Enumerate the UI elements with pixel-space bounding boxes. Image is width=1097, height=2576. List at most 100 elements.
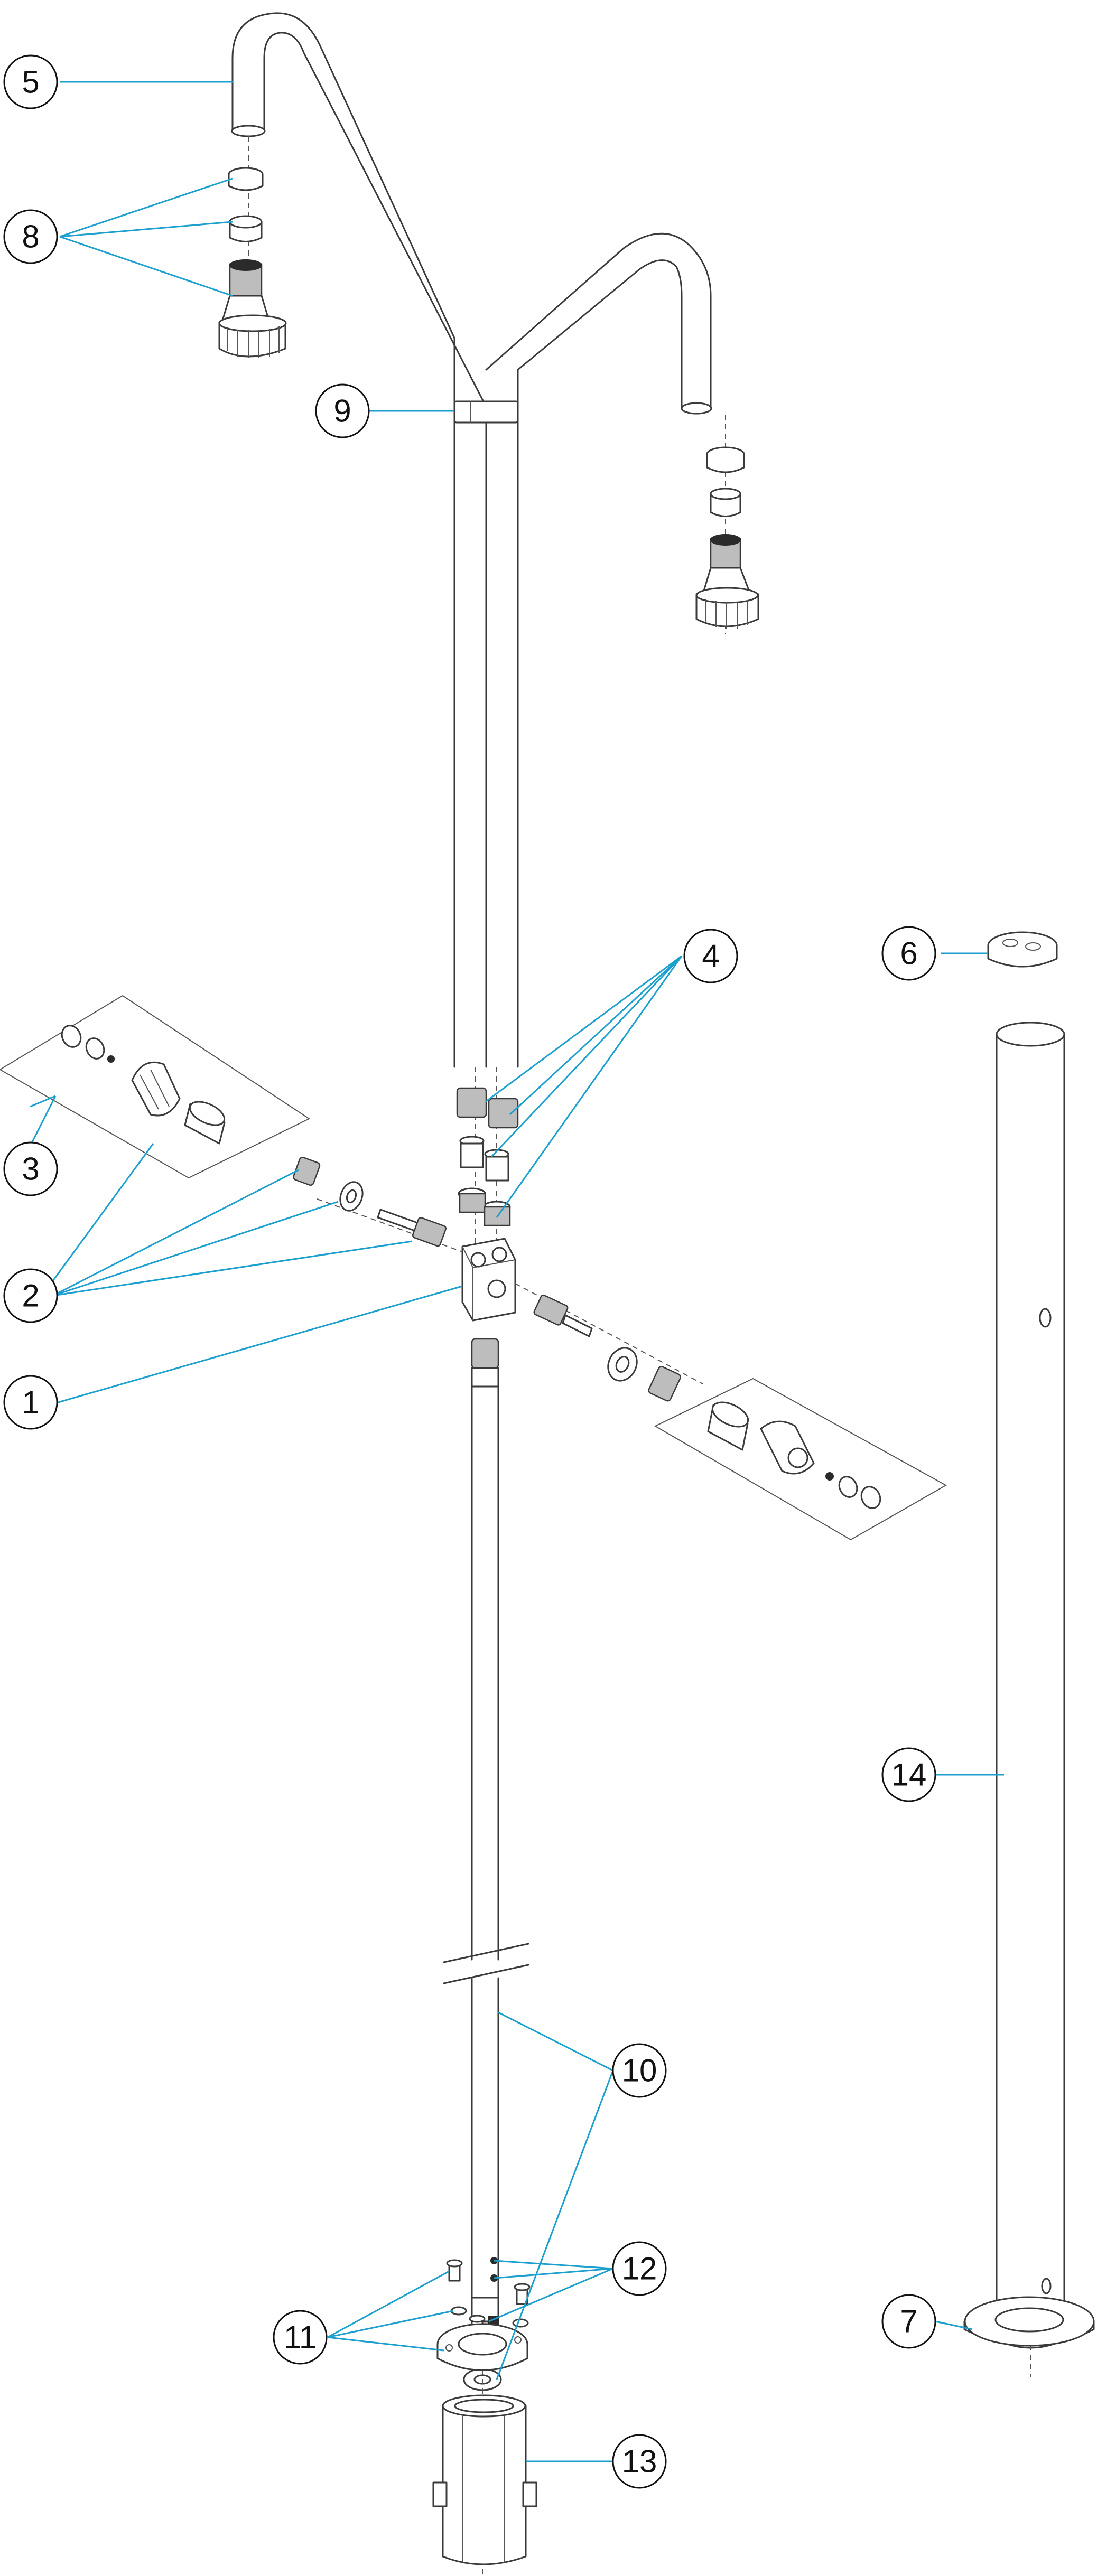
shower-pipe-assembly xyxy=(231,12,712,1068)
left-pipe-inner xyxy=(263,32,487,1068)
left-handle-ribs xyxy=(140,1069,170,1110)
column-cap-hole-2 xyxy=(1025,942,1041,951)
valve-port-side xyxy=(487,1279,506,1298)
left-handle-kit xyxy=(0,995,311,1179)
column-top-opening xyxy=(996,1022,1065,1047)
supply-pipe xyxy=(443,1338,529,2576)
callout-6: 6 xyxy=(881,926,936,981)
right-valve-cartridge xyxy=(533,1294,569,1326)
right-pipe-outline xyxy=(485,232,712,408)
callout-14: 14 xyxy=(881,1747,936,1802)
shower-column xyxy=(987,931,1065,2377)
callout-7-label: 7 xyxy=(900,2304,917,2339)
left-head-rim xyxy=(218,314,287,332)
left-head-grip-ridges xyxy=(227,326,280,358)
right-head-thread-top xyxy=(710,534,741,546)
column-base-plate xyxy=(963,2296,1095,2347)
valve-block xyxy=(461,1238,516,1322)
right-valve-parts xyxy=(533,1294,681,1402)
right-handle-kit-box xyxy=(654,1378,947,1541)
callout-10: 10 xyxy=(612,2043,667,2098)
leader-1 xyxy=(58,1285,463,1403)
callout-9: 9 xyxy=(315,383,370,438)
supply-pipe-top-fitting xyxy=(471,1338,499,1369)
column-cap-hole-1 xyxy=(1002,939,1018,947)
right-valve-nut xyxy=(648,1366,681,1402)
column-side-hole-lower xyxy=(1041,2278,1052,2294)
flange-bolt-hole-1 xyxy=(445,2344,453,2352)
leader-8 xyxy=(59,177,233,297)
left-pipe-outline xyxy=(231,12,455,1068)
left-pipe-end xyxy=(231,125,266,137)
right-handle-hub xyxy=(787,1447,808,1468)
callout-8: 8 xyxy=(3,209,58,264)
column-body xyxy=(996,1033,1065,2341)
flange-bolt-hole-2 xyxy=(514,2336,522,2344)
callout-9-label: 9 xyxy=(333,394,351,429)
callout-12-label: 12 xyxy=(622,2251,657,2287)
leader-2 xyxy=(52,1169,413,1297)
callout-5-label: 5 xyxy=(22,64,39,100)
flange-washer-2 xyxy=(512,2318,529,2328)
ground-sleeve-opening xyxy=(454,2399,514,2413)
valve-body xyxy=(317,1198,703,1384)
left-head-thread-top xyxy=(229,259,262,271)
flange-screw-2-head xyxy=(469,2315,486,2323)
connector-upper-left xyxy=(456,1087,487,1118)
right-handle-screw xyxy=(825,1472,834,1481)
leader-7 xyxy=(935,2320,973,2330)
left-handle-kit-box xyxy=(0,995,311,1179)
leader-lines xyxy=(29,81,1004,2462)
ground-sleeve xyxy=(432,2394,537,2565)
left-head-washer-body xyxy=(228,174,264,191)
vertical-pipes xyxy=(453,337,519,1068)
leader-10 xyxy=(496,2011,614,2380)
column-side-hole-upper xyxy=(1039,1308,1052,1328)
callout-4-label: 4 xyxy=(702,939,719,974)
leader-11 xyxy=(327,2270,454,2352)
column-cap-side xyxy=(987,945,1058,968)
left-handle-screw xyxy=(107,1055,115,1063)
valve-port-top-2 xyxy=(491,1247,507,1262)
callout-13: 13 xyxy=(612,2434,667,2489)
right-valve-washer-hole xyxy=(615,1356,630,1373)
left-valve-spindle xyxy=(377,1209,419,1232)
callout-3-label: 3 xyxy=(22,1151,39,1187)
callout-2: 2 xyxy=(3,1268,58,1323)
valve-block-edges xyxy=(462,1246,516,1320)
right-head-nut-top xyxy=(710,488,741,500)
flange-ring-side xyxy=(436,2344,528,2371)
left-valve-parts xyxy=(293,1156,447,1247)
supply-pipe-body xyxy=(471,1385,499,1961)
right-head-nut xyxy=(710,493,741,517)
left-handle-sleeve-end xyxy=(189,1101,226,1126)
callout-2-label: 2 xyxy=(22,1278,39,1314)
ground-sleeve-tab-right xyxy=(522,2481,537,2507)
callout-6-label: 6 xyxy=(900,936,917,971)
right-shower-head xyxy=(695,415,759,634)
right-pipe-inner xyxy=(517,259,683,408)
callout-11-label: 11 xyxy=(284,2320,317,2355)
left-shower-head xyxy=(218,136,287,358)
left-handle-body xyxy=(131,1061,181,1117)
right-handle-kit xyxy=(654,1378,947,1541)
pipe-clamp-band xyxy=(453,400,519,424)
right-valve-spindle xyxy=(562,1314,593,1337)
flange-screw-3-head xyxy=(514,2283,531,2291)
ground-sleeve-ribs xyxy=(462,2414,505,2563)
right-handle-cap xyxy=(860,1486,881,1509)
supply-pipe-lower xyxy=(471,1977,499,2299)
flange-screw-1-head xyxy=(446,2259,463,2268)
callout-7: 7 xyxy=(881,2294,936,2349)
callout-10-label: 10 xyxy=(622,2053,657,2088)
left-valve-nut xyxy=(293,1156,321,1186)
left-valve-cartridge xyxy=(412,1217,447,1247)
valve-port-top xyxy=(470,1252,486,1268)
right-handle-body xyxy=(760,1420,815,1475)
right-head-washer-body xyxy=(706,454,745,473)
callout-3: 3 xyxy=(3,1141,58,1196)
callout-1-label: 1 xyxy=(22,1385,39,1420)
right-handle-sleeve-end xyxy=(711,1401,749,1428)
callout-13-label: 13 xyxy=(622,2444,657,2479)
